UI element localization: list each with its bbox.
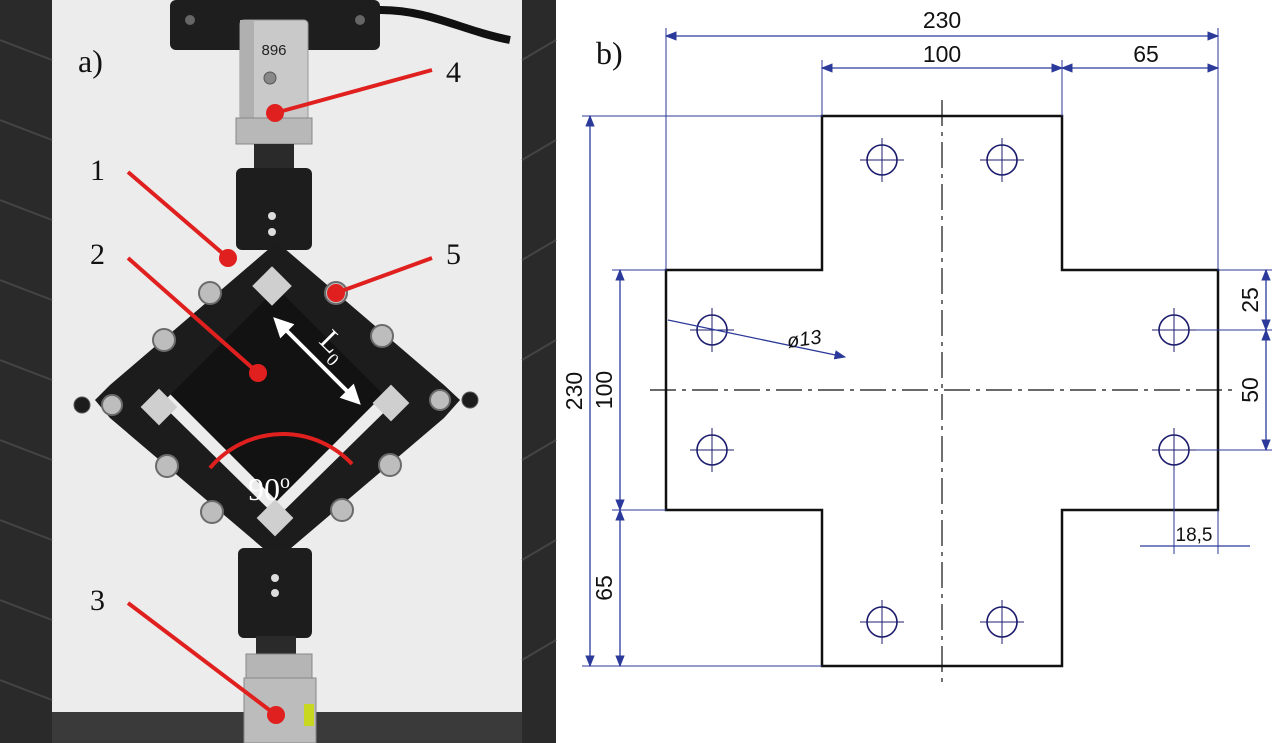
corner-clamp <box>140 388 178 426</box>
load-cell-port <box>263 71 277 85</box>
angle-label: 90o <box>248 471 290 507</box>
bolt-holes <box>690 138 1196 644</box>
panel-a-label: a) <box>78 43 103 79</box>
clevis-pin <box>271 589 279 597</box>
callout-number-3: 3 <box>90 584 105 617</box>
pivot-lug <box>73 396 91 414</box>
corner-clamp <box>256 499 294 537</box>
dim-hole-spacing: 50 <box>1237 377 1263 403</box>
hole-right-lower <box>1152 428 1196 472</box>
angle-unit: o <box>280 471 290 493</box>
foam-texture <box>0 39 557 701</box>
flange-bolt <box>355 15 365 25</box>
dim-overall-height: 230 <box>561 372 587 410</box>
frame-arm-bottom-left <box>95 385 300 560</box>
clevis-pin <box>268 212 276 220</box>
hole-right-upper <box>1152 308 1196 352</box>
callout-number-2: 2 <box>90 238 105 271</box>
dim-hole-diameter: ø13 <box>786 326 823 353</box>
corner-clamp <box>372 384 410 422</box>
length-arrow <box>273 317 361 405</box>
callout-line-2 <box>126 256 260 375</box>
sensor-cable <box>379 6 511 44</box>
hole-bottom-right <box>980 600 1024 644</box>
callouts <box>126 68 433 717</box>
clevis-pin <box>271 574 279 582</box>
flange-bolt <box>185 15 195 25</box>
angle-arc <box>208 432 354 470</box>
hole-top-right <box>980 138 1024 182</box>
panel-a-photo: 896 <box>0 0 557 743</box>
clevis-pin <box>268 228 276 236</box>
hex-nut-top <box>235 117 313 145</box>
callout-line-4 <box>274 68 433 115</box>
right-foam-wall <box>522 0 556 743</box>
sample-marking: 896 <box>261 42 286 59</box>
hole-top-left <box>860 138 904 182</box>
actuator-nut <box>245 653 313 681</box>
callout-dots <box>219 104 345 724</box>
dimension-lines <box>585 31 1271 668</box>
dim-center-width: 100 <box>923 41 961 67</box>
frame-arm-top-left <box>95 242 300 423</box>
load-cell-shade <box>240 20 254 120</box>
diameter-leader <box>667 319 847 360</box>
extension-lines <box>582 28 1272 667</box>
frame-arm-bottom-right <box>254 385 460 560</box>
panel-b-drawing: b) <box>561 7 1272 688</box>
dim-center-height: 100 <box>591 371 617 409</box>
callout-line-1 <box>126 170 230 260</box>
actuator-tag <box>304 704 314 726</box>
dim-overall-width: 230 <box>923 7 961 33</box>
dim-hole-edge: 18,5 <box>1176 525 1213 546</box>
dim-arm-height: 65 <box>591 575 617 601</box>
hole-left-upper <box>690 308 734 352</box>
upper-rod <box>254 144 294 170</box>
callout-number-1: 1 <box>90 154 105 187</box>
callout-line-3 <box>126 601 278 717</box>
angle-value: 90 <box>248 471 280 507</box>
pivot-lug <box>461 391 479 409</box>
left-foam-wall <box>0 0 52 743</box>
callout-number-5: 5 <box>446 238 461 271</box>
hole-bottom-left <box>860 600 904 644</box>
hole-left-lower <box>690 428 734 472</box>
upper-clevis <box>236 168 312 250</box>
dim-hole-offset: 25 <box>1237 287 1263 313</box>
callout-line-5 <box>335 256 433 295</box>
corner-clamp <box>252 266 292 306</box>
dim-arm-width: 65 <box>1133 41 1159 67</box>
panel-b-label: b) <box>596 35 623 71</box>
callout-number-4: 4 <box>446 56 461 89</box>
lower-rod <box>256 636 296 656</box>
